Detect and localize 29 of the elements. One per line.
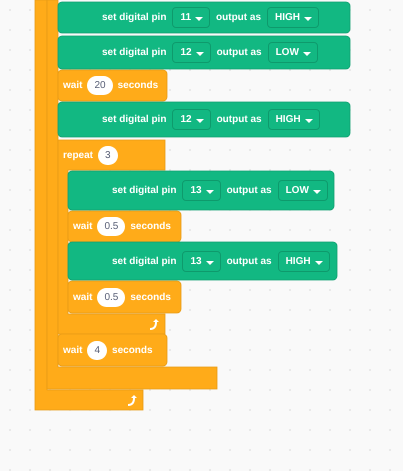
dropdown-menu: LOW (268, 42, 318, 63)
block-label: repeat (63, 150, 94, 160)
dropdown-menu: HIGH (278, 250, 330, 272)
block-label: set digital pin (102, 12, 166, 23)
dropdown-menu: 12 (172, 42, 211, 63)
dropdown-menu: HIGH (268, 109, 320, 130)
block-label: output as (216, 12, 262, 23)
dropdown-menu: 12 (172, 109, 211, 130)
block-label: wait (73, 221, 92, 232)
block-label: seconds (130, 221, 171, 232)
block-label: set digital pin (102, 47, 166, 58)
block-label: wait (63, 80, 82, 91)
block-label: wait (73, 292, 92, 302)
block-label: set digital pin (112, 256, 176, 266)
block-label: output as (216, 47, 262, 58)
block-label: output as (216, 114, 262, 125)
block-label: set digital pin (112, 185, 176, 196)
dropdown-menu: 13 (182, 250, 221, 272)
block-label: seconds (118, 80, 158, 91)
block-label: output as (226, 185, 272, 196)
block-label: output as (226, 256, 272, 266)
dropdown-menu: HIGH (267, 7, 320, 28)
dropdown-menu: LOW (278, 180, 328, 201)
dropdown-menu: 13 (182, 180, 221, 201)
block-label: seconds (112, 344, 153, 356)
block-label: set digital pin (102, 114, 166, 125)
dropdown-menu: 11 (172, 7, 210, 28)
block-label: seconds (130, 292, 171, 302)
block-label: wait (63, 344, 82, 356)
